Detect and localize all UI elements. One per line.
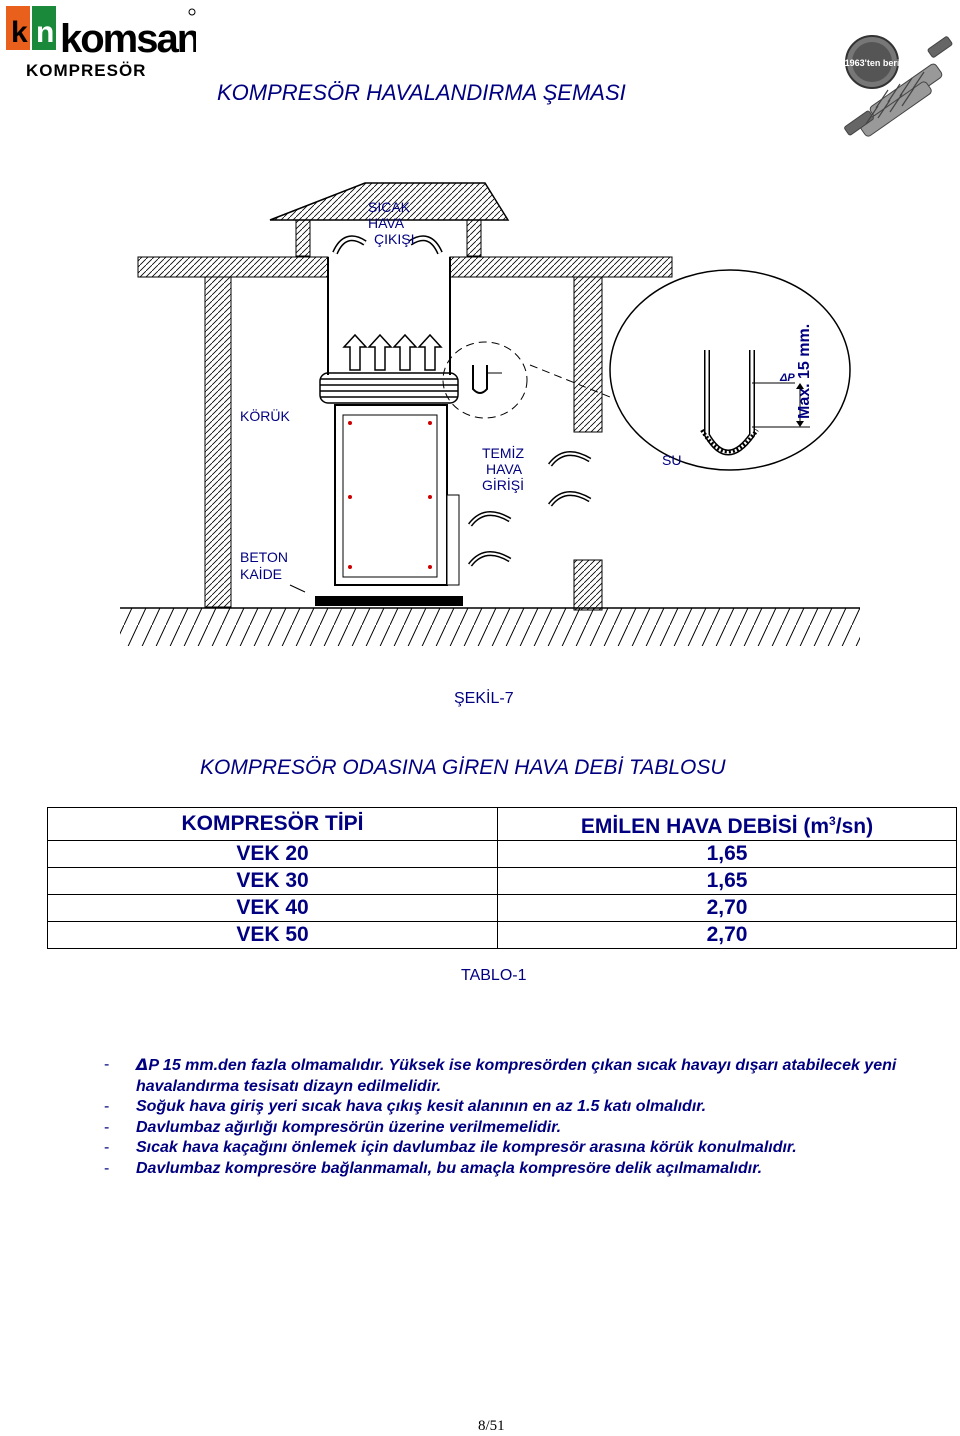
screw-rotor-emblem: 1963'ten beri: [836, 24, 958, 147]
svg-text:k: k: [11, 16, 28, 49]
notes-list: -ΔP 15 mm.den fazla olmamalıdır. Yüksek …: [104, 1055, 924, 1179]
page-number: 8/51: [478, 1418, 505, 1434]
manometer-detail: [609, 269, 851, 471]
cell-flow: 1,65: [497, 840, 957, 868]
ceiling-left: [137, 256, 329, 278]
svg-text:n: n: [36, 16, 54, 49]
page-title: KOMPRESÖR HAVALANDIRMA ŞEMASI: [217, 80, 626, 105]
emblem-text: 1963'ten beri: [845, 58, 900, 68]
compressor: [334, 404, 448, 586]
table-row: VEK 30 1,65: [47, 867, 957, 895]
cell-flow: 1,65: [497, 867, 957, 895]
list-item: -Davlumbaz ağırlığı kompresörün üzerine …: [104, 1118, 562, 1136]
delta-p-label: ΔP: [780, 372, 795, 384]
roof-cap: [269, 182, 510, 221]
bellows: [319, 372, 459, 404]
concrete-base: [315, 596, 463, 606]
concrete-base-label: BETON KAİDE: [240, 549, 288, 582]
bellows-label: KÖRÜK: [240, 408, 290, 424]
column-header-flow: EMİLEN HAVA DEBİSİ (m3/sn): [497, 807, 957, 841]
list-item: -Soğuk hava giriş yeri sıcak hava çıkış …: [104, 1098, 707, 1115]
table-row: VEK 20 1,65: [47, 840, 957, 868]
ground: [120, 608, 860, 646]
water-label: SU: [662, 452, 682, 468]
column-header-type: KOMPRESÖR TİPİ: [47, 807, 498, 841]
company-logo: k n komsan KOMPRESÖR: [6, 4, 201, 85]
table-row: VEK 50 2,70: [47, 921, 957, 949]
left-wall: [204, 276, 232, 608]
fresh-air-inlet-label: TEMİZ HAVA GİRİŞİ: [482, 445, 525, 493]
cell-type: VEK 30: [47, 867, 498, 895]
list-item: -Sıcak hava kaçağını önlemek için davlum…: [104, 1139, 797, 1156]
right-wall: [573, 276, 603, 433]
table-caption: TABLO-1: [461, 967, 527, 984]
hot-air-outlet-label: SICAK HAVA ÇIKIŞI: [368, 199, 415, 247]
table-title: KOMPRESÖR ODASINA GİREN HAVA DEBİ TABLOS…: [200, 756, 726, 779]
table-header-row: KOMPRESÖR TİPİ EMİLEN HAVA DEBİSİ (m3/sn…: [47, 807, 957, 841]
logo-text: komsan: [60, 17, 196, 61]
list-item: -ΔP 15 mm.den fazla olmamalıdır. Yüksek …: [104, 1055, 897, 1095]
table-row: VEK 40 2,70: [47, 894, 957, 922]
cell-type: VEK 50: [47, 921, 498, 949]
cell-flow: 2,70: [497, 894, 957, 922]
max-label: Max. 15 mm.: [796, 323, 813, 419]
air-flow-table: KOMPRESÖR TİPİ EMİLEN HAVA DEBİSİ (m3/sn…: [47, 807, 957, 949]
logo-subtext: KOMPRESÖR: [26, 61, 146, 80]
ventilation-diagram: SICAK HAVA ÇIKIŞI KÖRÜK TEMİZ HAVA GİRİŞ…: [110, 175, 870, 680]
cell-type: VEK 40: [47, 894, 498, 922]
figure-caption: ŞEKİL-7: [454, 690, 514, 707]
ceiling-right: [449, 256, 673, 278]
cell-type: VEK 20: [47, 840, 498, 868]
cell-flow: 2,70: [497, 921, 957, 949]
list-item: -Davlumbaz kompresöre bağlanmamalı, bu a…: [104, 1159, 763, 1177]
